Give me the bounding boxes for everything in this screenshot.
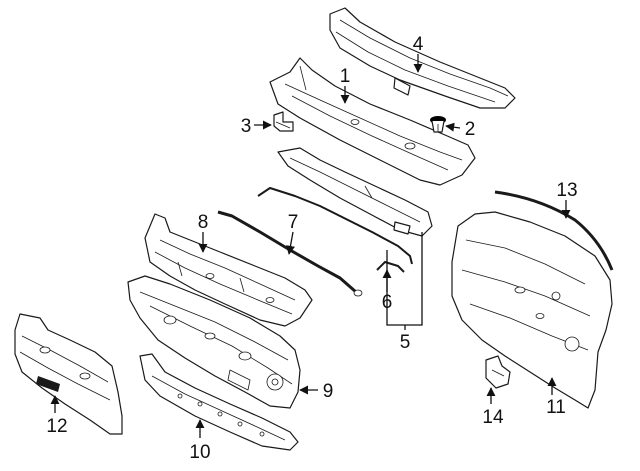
part-6-wire-bracket	[257, 187, 413, 273]
part-2-clip	[430, 116, 446, 133]
callout-2: 2	[465, 119, 476, 140]
callout-7: 7	[288, 212, 299, 233]
part-11-dash-silencer	[451, 211, 613, 409]
part-1-cowl-top-panel	[269, 57, 476, 186]
callout-labels: 1 2 3 4 5 6 7 8 9 10 11 12 13 14	[46, 34, 577, 463]
part-4-upper-cowl-panel	[329, 7, 516, 109]
part-14-small-bracket	[485, 355, 511, 389]
callout-13: 13	[556, 180, 577, 201]
leader-7	[285, 231, 295, 255]
callout-8: 8	[198, 212, 209, 233]
callout-11: 11	[546, 397, 566, 418]
part-8-dash-reinforcement	[144, 213, 313, 327]
part-9-dash-panel	[127, 275, 301, 409]
callout-4: 4	[413, 34, 424, 55]
callout-9: 9	[323, 381, 334, 402]
callout-6: 6	[382, 292, 393, 313]
part-3-bracket	[273, 111, 294, 132]
callout-5: 5	[400, 332, 411, 353]
callout-1: 1	[340, 66, 351, 87]
callout-3: 3	[241, 116, 252, 137]
part-12-dash-insulator	[14, 313, 123, 435]
part-10-lower-cross-member	[139, 353, 299, 451]
leader-2	[445, 122, 461, 132]
callout-12: 12	[46, 416, 67, 437]
callout-14: 14	[482, 407, 504, 428]
part-5-cowl-reinforcement	[277, 147, 433, 237]
leader-lines	[50, 54, 571, 438]
part-13-weatherstrip	[494, 190, 614, 271]
callout-10: 10	[189, 442, 210, 463]
